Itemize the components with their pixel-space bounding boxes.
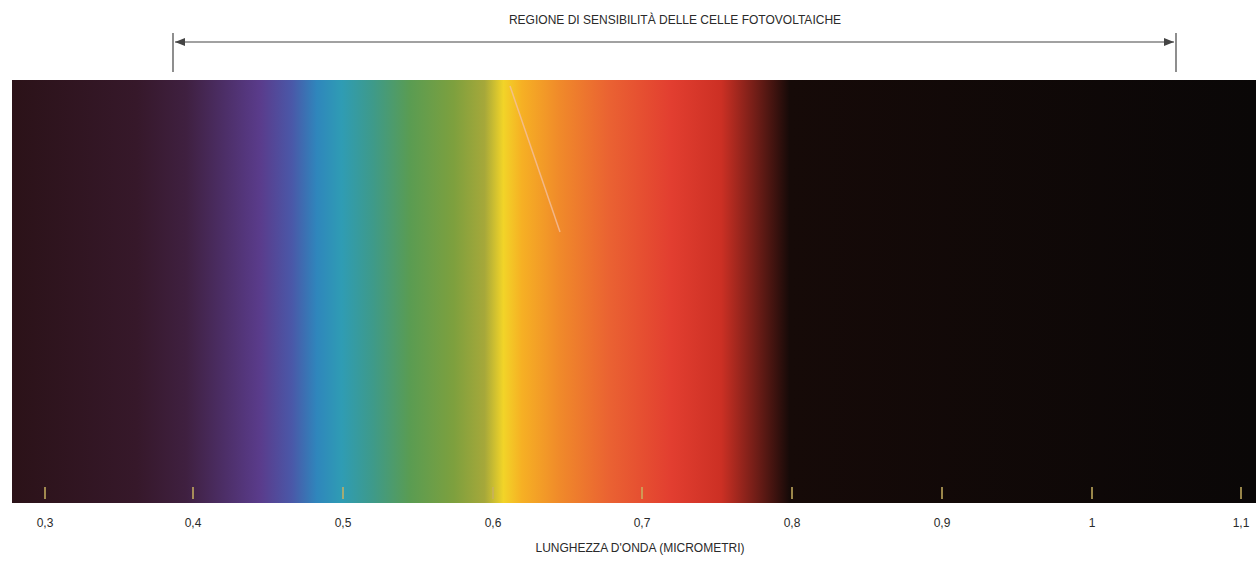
scratch-line: [510, 86, 560, 232]
tick-label: 1,1: [1233, 516, 1250, 530]
tick-label: 0,4: [185, 516, 202, 530]
tick-label: 0,3: [37, 516, 54, 530]
range-label: REGIONE DI SENSIBILITÀ DELLE CELLE FOTOV…: [509, 13, 841, 27]
range-bracket: [173, 33, 1176, 72]
tick-label: 0,9: [934, 516, 951, 530]
axis-ticks: [45, 487, 1241, 499]
spectrum-band: [12, 80, 1256, 503]
tick-label: 0,6: [485, 516, 502, 530]
tick-label: 0,8: [784, 516, 801, 530]
axis-title: LUNGHEZZA D'ONDA (MICROMETRI): [536, 541, 745, 555]
tick-label: 0,5: [335, 516, 352, 530]
tick-label: 1: [1089, 516, 1096, 530]
tick-label: 0,7: [634, 516, 651, 530]
